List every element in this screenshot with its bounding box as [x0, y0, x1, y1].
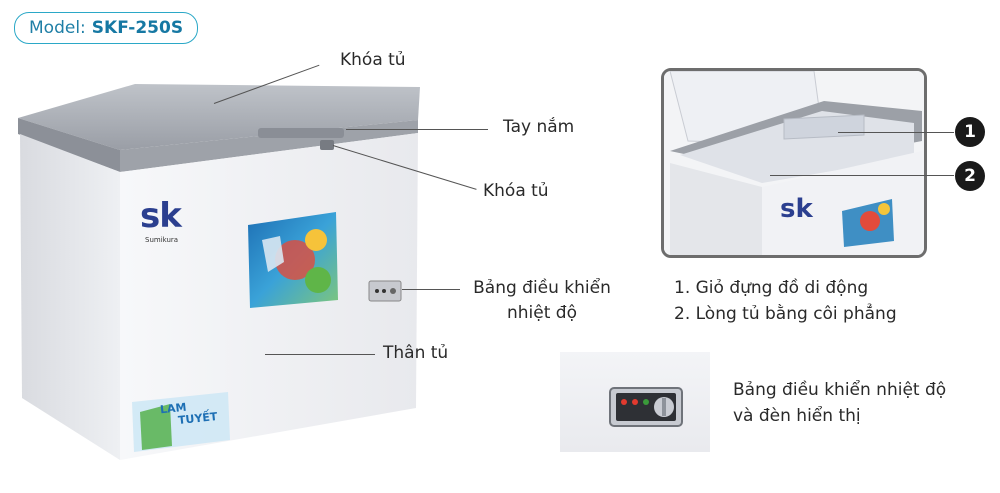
inset-line-1	[838, 132, 954, 133]
feature-item-2: 2. Lòng tủ bằng côi phẳng	[674, 304, 897, 324]
callout-control-panel-line2: nhiệt độ	[507, 303, 577, 323]
handle	[258, 128, 344, 138]
inset-sk-logo: sk	[780, 194, 813, 224]
freezer-side	[20, 134, 120, 460]
inset-photo	[661, 68, 927, 258]
badge-2: 2	[955, 161, 985, 191]
callout-handle-label: Tay nắm	[503, 117, 575, 137]
badge-1: 1	[955, 117, 985, 147]
callout-line-handle	[346, 129, 488, 130]
callout-body-label: Thân tủ	[383, 343, 449, 363]
callout-line-body	[265, 354, 375, 355]
model-value: SKF-250S	[91, 18, 184, 38]
sk-logo: sk	[140, 196, 182, 236]
model-label: Model:	[29, 18, 86, 38]
inset-line-2	[770, 175, 954, 176]
model-badge: Model: SKF-250S	[14, 12, 199, 44]
callout-control-panel-label: Bảng điều khiển nhiệt độ	[462, 276, 622, 326]
lock	[320, 140, 334, 150]
callout-lock-label: Khóa tủ	[483, 181, 549, 201]
callout-line-panel	[402, 289, 460, 290]
lid-side	[18, 118, 120, 172]
lid-top	[18, 84, 420, 150]
sumikura-label: Sumikura	[145, 236, 179, 244]
panel-caption-line2: và đèn hiển thị	[733, 406, 861, 426]
callout-lid-label: Khóa tủ	[340, 50, 406, 70]
callout-control-panel-line1: Bảng điều khiển	[473, 278, 611, 298]
panel-caption-line1: Bảng điều khiển nhiệt độ	[733, 380, 947, 400]
feature-item-1: 1. Giỏ đựng đồ di động	[674, 278, 869, 298]
control-panel-photo	[560, 352, 710, 452]
